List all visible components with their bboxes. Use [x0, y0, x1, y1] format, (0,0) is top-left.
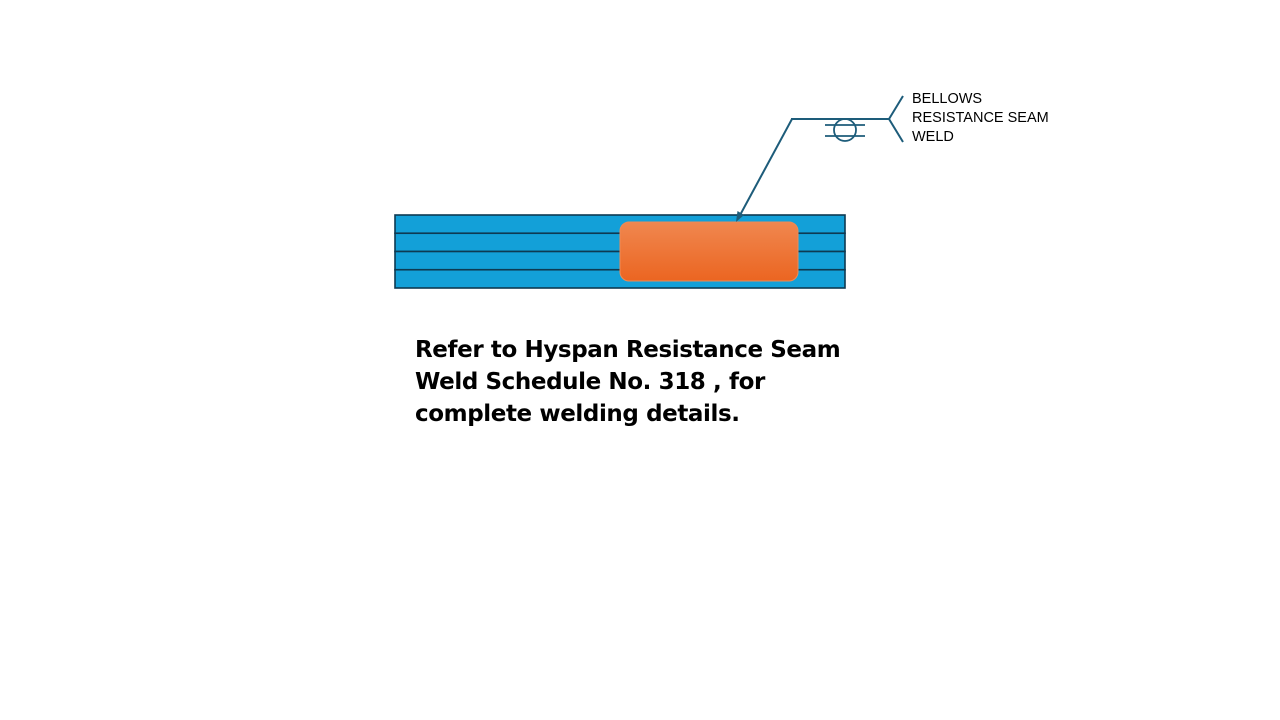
callout-label: BELLOWS RESISTANCE SEAM WELD [912, 90, 1132, 147]
note-line-2: Weld Schedule No. 318 , for [415, 369, 765, 395]
welding-note: Refer to Hyspan Resistance Seam Weld Sch… [415, 334, 855, 430]
callout-line-1: BELLOWS [912, 91, 983, 107]
note-line-3: complete welding details. [415, 401, 740, 427]
leader-diagonal [738, 118, 793, 218]
tail-upper [888, 95, 904, 120]
tail-lower [888, 118, 904, 143]
seam-weld-nugget [619, 221, 799, 282]
leader-line [738, 95, 904, 218]
arrowhead-icon [736, 211, 744, 222]
callout-line-3: WELD [912, 129, 954, 145]
callout-line-2: RESISTANCE SEAM [912, 110, 1049, 126]
seam-weld-symbol-icon [825, 118, 865, 142]
note-line-1: Refer to Hyspan Resistance Seam [415, 337, 841, 363]
